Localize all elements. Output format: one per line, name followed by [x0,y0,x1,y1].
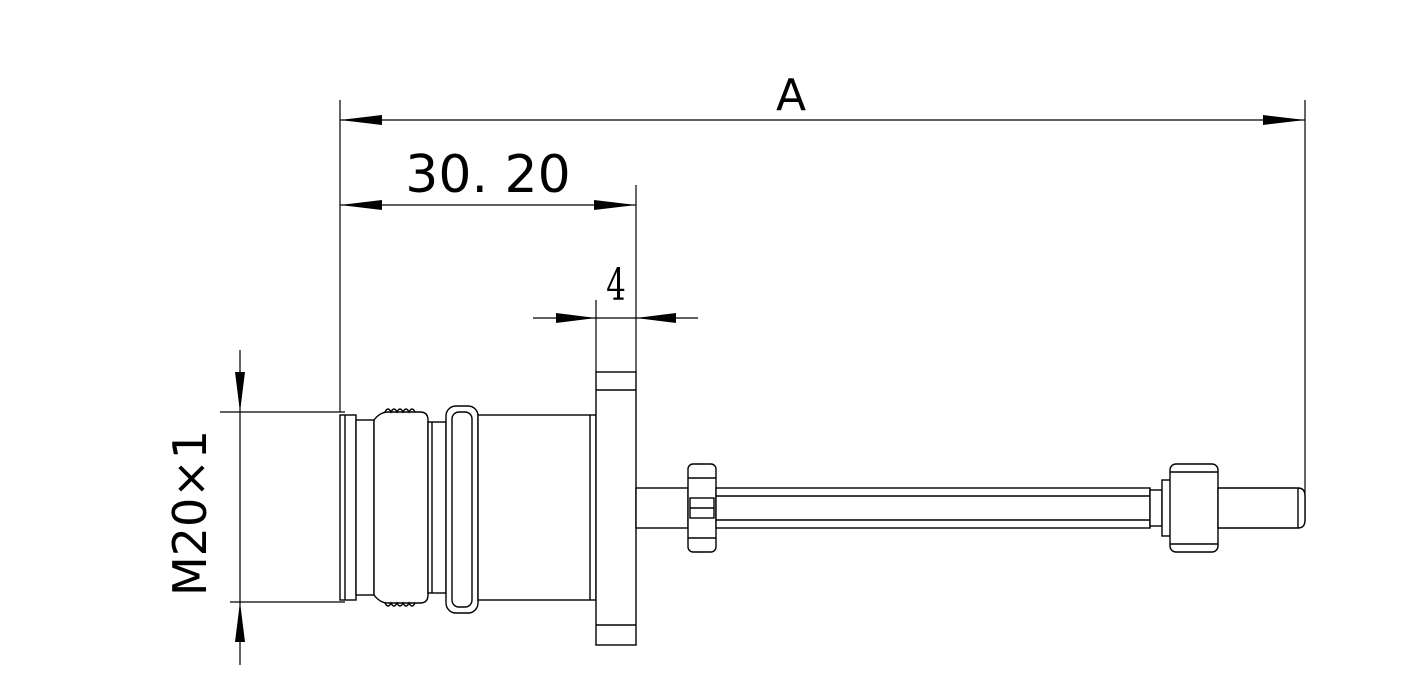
dimension-label-4: 4 [606,259,626,310]
pin-end [1217,487,1306,529]
thread-relief [355,419,375,596]
dimension-label-thread: M20×1 [163,430,217,596]
main-body [477,414,597,601]
o-ring-collar [445,405,479,614]
dimension-overall-length: A [339,70,1306,522]
flange [595,371,637,646]
knurled-ring [373,411,429,604]
arrowhead-right [594,200,636,210]
rod-step [1149,489,1163,527]
arrowhead-left [340,200,382,210]
fitting-body [339,371,1306,646]
arrowhead-right [636,313,676,323]
arrowhead-left [340,115,382,125]
thread-end-face [339,414,357,601]
knob [1169,463,1219,553]
rod-segment-left [635,487,689,529]
o-ring-inner [451,411,473,608]
arrowhead-left [556,313,596,323]
arrowhead-right [1263,115,1305,125]
dimension-label-30: 30. 20 [405,145,570,205]
arrowhead-bottom [235,602,245,642]
dimension-body-length: 30. 20 [340,145,637,300]
dimension-flange-thickness: 4 [533,259,698,372]
arrowhead-top [235,372,245,412]
knurl-teeth-bottom [384,601,416,607]
knurl-teeth-top [384,408,416,414]
tube [715,487,1151,529]
dimension-thread: M20×1 [163,350,345,665]
neck [427,421,447,594]
dimension-label-a: A [776,70,806,121]
